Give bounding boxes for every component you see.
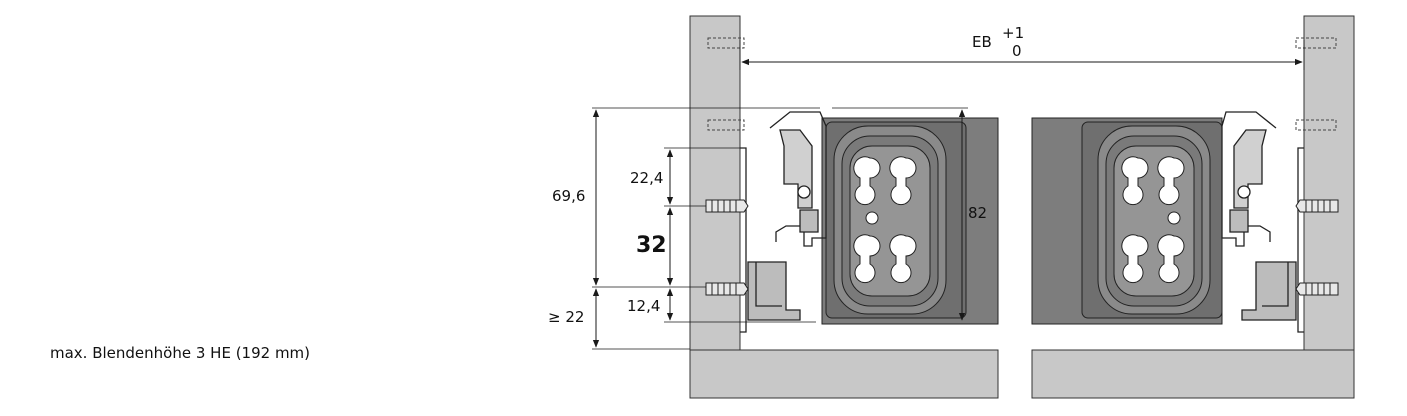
- panel-height-label: 82: [968, 204, 987, 222]
- runner-bracket-right: [1221, 111, 1304, 333]
- mounting-plate-left: [825, 121, 967, 319]
- eb-lower-tolerance: 0: [1012, 42, 1022, 60]
- height-total-label: 69,6: [552, 187, 585, 205]
- eb-label: EB: [972, 33, 992, 51]
- lower-offset-label: 12,4: [627, 297, 660, 315]
- max-front-height-note: max. Blendenhöhe 3 HE (192 mm): [50, 344, 311, 362]
- dowel-holes: [707, 37, 1337, 131]
- cabinet-bottom-left: [689, 349, 999, 399]
- extension-lines: [592, 40, 1305, 350]
- mounting-plate-right: [1081, 121, 1223, 319]
- cabinet-bottom-right: [1031, 349, 1355, 399]
- eb-upper-tolerance: +1: [1002, 24, 1024, 42]
- upper-offset-label: 22,4: [630, 169, 663, 187]
- dimension-lines: [592, 58, 1303, 348]
- runner-bracket-left: [740, 111, 827, 333]
- min-bottom-label: ≥ 22: [548, 308, 584, 326]
- hole-spacing-label: 32: [636, 233, 667, 258]
